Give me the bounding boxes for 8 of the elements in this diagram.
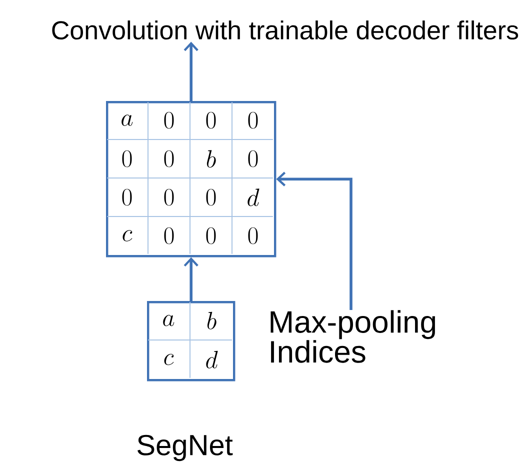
arrow xyxy=(276,172,352,310)
caption: SegNet xyxy=(138,434,233,462)
matrix-grid: $a$ $0$ $0$ $0$ $0$ $0$ $b$ $0$ $0$ $0$ $0$ $d$ $c$ $0$ $0$ $0$ xyxy=(106,101,276,258)
arrow xyxy=(184,257,198,301)
arrow xyxy=(184,42,198,101)
matrix-grid: $a$ $b$ $c$ $d$ xyxy=(147,301,236,382)
heading: Convolution with trainable decoder filters xyxy=(52,20,518,40)
text-label: Max-pooling Indices xyxy=(270,310,436,363)
